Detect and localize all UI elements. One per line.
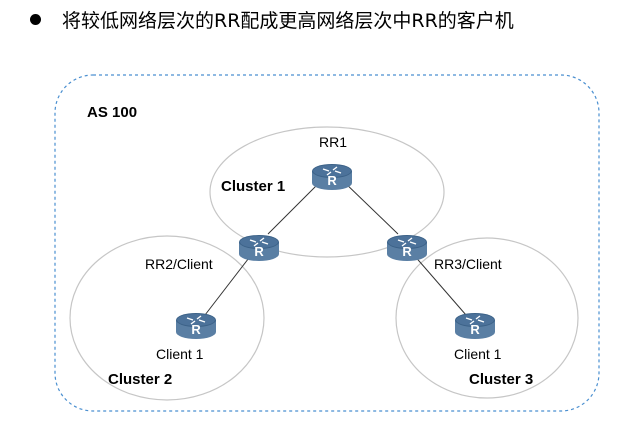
slide-title: 将较低网络层次的RR配成更高网络层次中RR的客户机 bbox=[62, 10, 514, 32]
cluster-2-label: Cluster 2 bbox=[108, 371, 172, 388]
link-rr2-client bbox=[204, 253, 253, 316]
cluster-1-label: Cluster 1 bbox=[221, 178, 285, 195]
router-label-rr3: RR3/Client bbox=[434, 256, 502, 272]
cluster-1-boundary bbox=[209, 126, 445, 258]
link-rr1-rr2 bbox=[267, 179, 323, 235]
router-label-client-left: Client 1 bbox=[156, 346, 204, 362]
router-label-client-right: Client 1 bbox=[454, 346, 502, 362]
router-icon bbox=[238, 234, 280, 262]
router-icon bbox=[454, 312, 496, 340]
bullet-dot bbox=[30, 14, 41, 25]
cluster-3-label: Cluster 3 bbox=[469, 371, 533, 388]
router-icon bbox=[311, 163, 353, 191]
link-rr3-client bbox=[412, 253, 467, 316]
as-label: AS 100 bbox=[87, 104, 137, 121]
router-icon bbox=[175, 312, 217, 340]
router-label-rr1: RR1 bbox=[319, 134, 347, 150]
router-icon bbox=[386, 234, 428, 262]
router-label-rr2: RR2/Client bbox=[145, 256, 213, 272]
cluster-3-boundary bbox=[395, 237, 579, 399]
as-boundary bbox=[54, 74, 600, 412]
cluster-2-boundary bbox=[69, 235, 265, 401]
link-rr1-rr3 bbox=[341, 179, 399, 235]
